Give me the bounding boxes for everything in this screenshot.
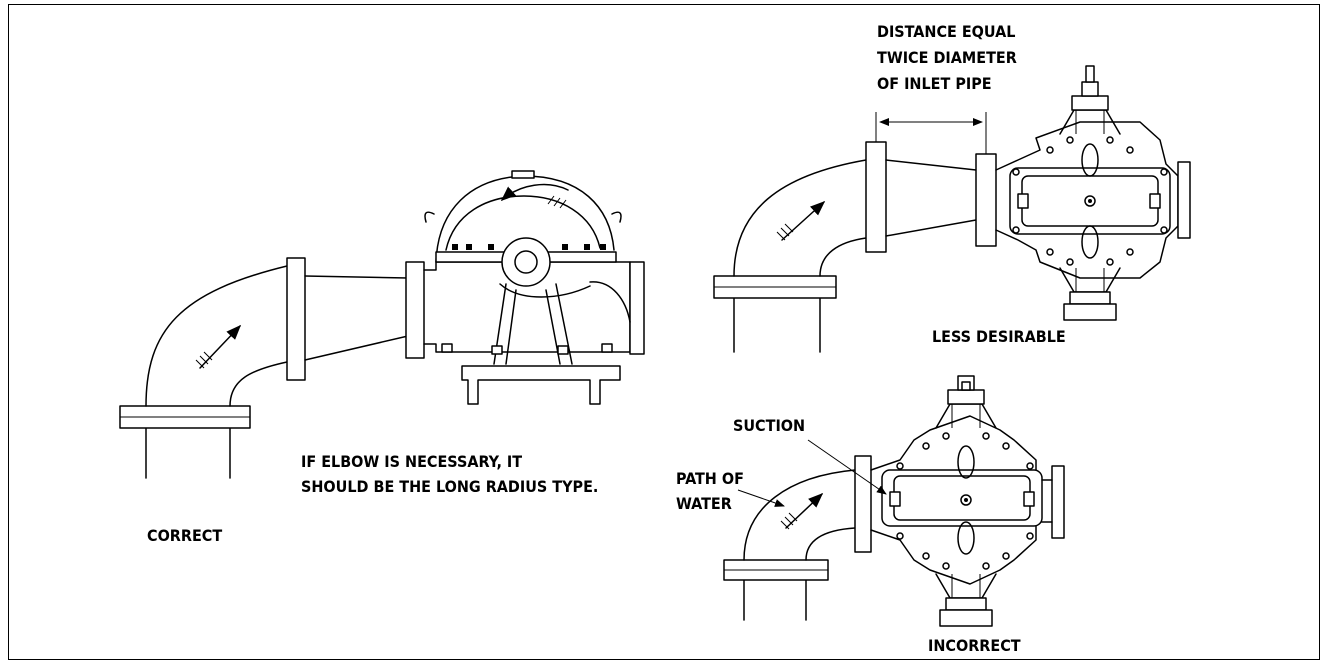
correct-arrangement: [119, 170, 645, 479]
suction-label: SUCTION: [733, 416, 805, 435]
incorrect-label: INCORRECT: [928, 636, 1021, 655]
incorrect-arrangement: [723, 375, 1065, 627]
figure-border: [8, 4, 1320, 660]
less-desirable-arrangement: [713, 65, 1191, 353]
elbow-note-line2: SHOULD BE THE LONG RADIUS TYPE.: [301, 477, 598, 496]
correct-label: CORRECT: [147, 526, 222, 545]
elbow-note-line1: IF ELBOW IS NECESSARY, IT: [301, 452, 522, 471]
distance-label-line3: OF INLET PIPE: [877, 74, 992, 93]
path-of-water-label-line1: PATH OF: [676, 469, 744, 488]
distance-label-line1: DISTANCE EQUAL: [877, 22, 1015, 41]
path-of-water-label-line2: WATER: [676, 494, 732, 513]
less-desirable-label: LESS DESIRABLE: [932, 327, 1066, 346]
distance-label-line2: TWICE DIAMETER: [877, 48, 1017, 67]
